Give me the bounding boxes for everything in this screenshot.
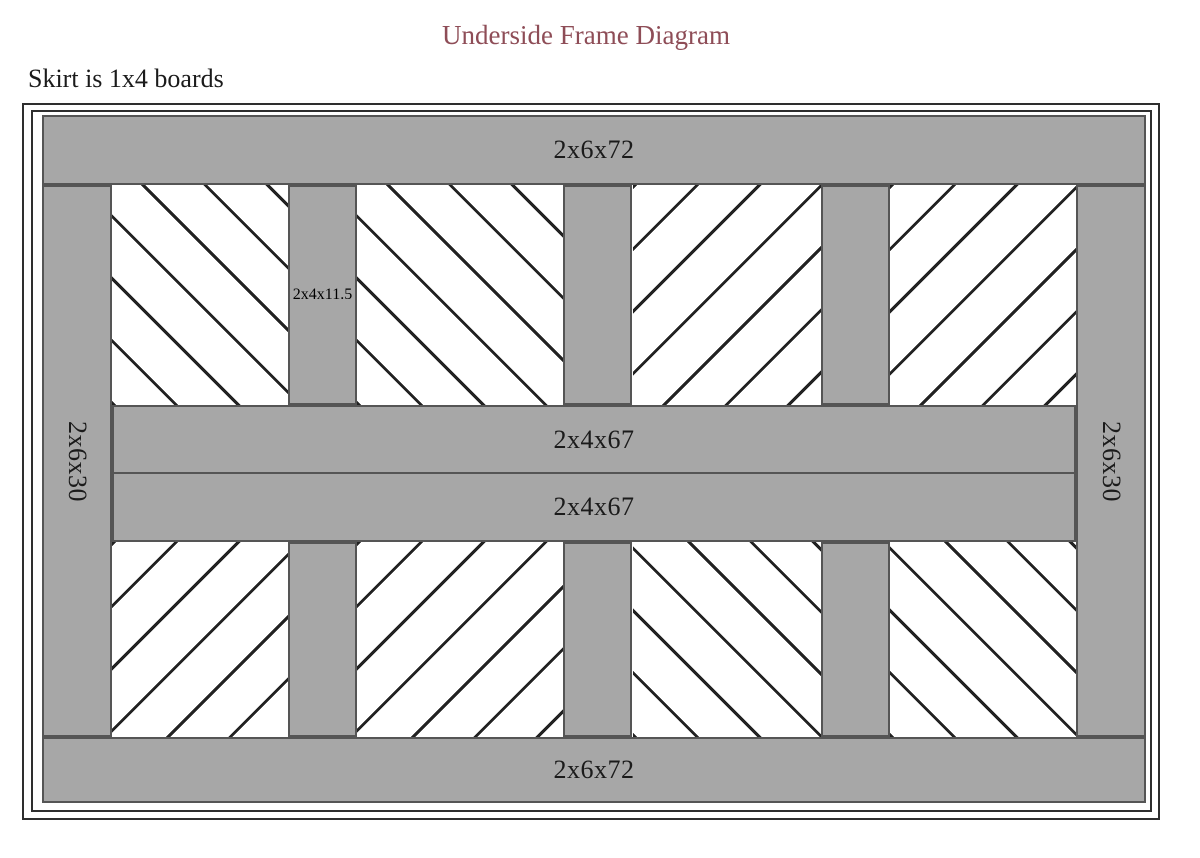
- board-bottom-rail: 2x6x72: [42, 737, 1146, 803]
- deck-plank-panel-bottom-1: [112, 542, 288, 737]
- board-label: 2x4x67: [553, 424, 635, 454]
- board-label: 2x4x11.5: [292, 286, 353, 303]
- skirt-note: Skirt is 1x4 boards: [28, 64, 224, 93]
- board-label: 2x6x30: [63, 420, 92, 502]
- board-lower-stretcher: 2x4x67: [112, 472, 1076, 542]
- board-top-rail: 2x6x72: [42, 115, 1146, 185]
- blocking-board-bottom-2: [563, 542, 632, 737]
- skirt-outline-outer: [22, 103, 1160, 820]
- deck-plank-panel-top-3: [633, 185, 821, 405]
- blocking-board-bottom-3: [821, 542, 890, 737]
- blocking-board-top-1: 2x4x11.5: [288, 185, 357, 405]
- deck-plank-panel-top-4: [890, 185, 1076, 405]
- board-label: 2x4x67: [553, 492, 635, 521]
- deck-plank-panel-top-2: [357, 185, 563, 405]
- board-label: 2x6x72: [553, 755, 635, 784]
- board-left-rail: 2x6x30: [42, 185, 112, 737]
- board-right-rail: 2x6x30: [1076, 185, 1146, 737]
- page-title: Underside Frame Diagram: [442, 20, 730, 50]
- deck-plank-panel-bottom-3: [633, 542, 821, 737]
- board-label: 2x6x72: [553, 135, 635, 164]
- blocking-board-top-3: [821, 185, 890, 405]
- skirt-outline-inner: [31, 110, 1152, 812]
- deck-plank-panel-bottom-2: [357, 542, 563, 737]
- deck-plank-panel-bottom-4: [890, 542, 1076, 737]
- deck-plank-panel-top-1: [112, 185, 288, 405]
- blocking-board-bottom-1: [288, 542, 357, 737]
- board-upper-stretcher: 2x4x67: [112, 405, 1076, 474]
- board-label: 2x6x30: [1097, 420, 1126, 502]
- blocking-board-top-2: [563, 185, 632, 405]
